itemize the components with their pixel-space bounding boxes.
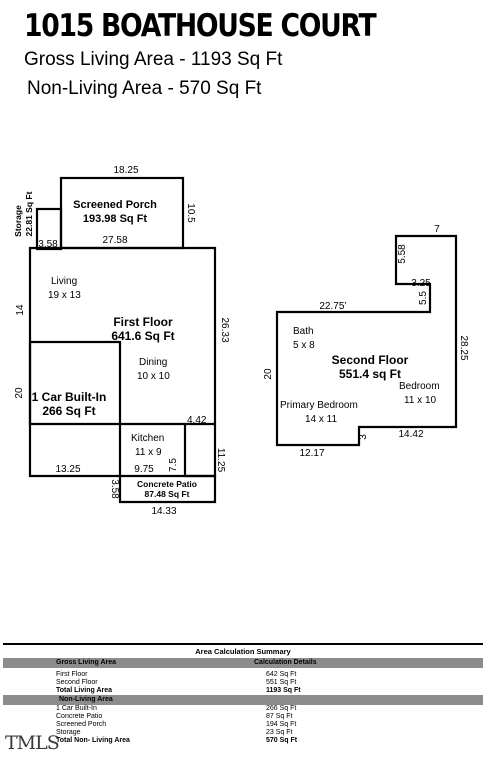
first-floor-dim-left: 14 (15, 304, 26, 316)
second-floor-dim-bottom: 12.17 (299, 448, 324, 459)
patio-label: Concrete Patio (137, 479, 197, 489)
row-value: 642 Sq Ft (266, 671, 297, 678)
table-row: Second Floor 551 Sq Ft (3, 679, 483, 687)
first-floor-dim-right-lower: 11.25 (215, 448, 226, 473)
non-living-area: Non-Living Area - 570 Sq Ft (27, 78, 262, 99)
garage-area: 266 Sq Ft (42, 404, 95, 418)
non-living-header-label: Non-Living Area (59, 696, 113, 703)
total-value: 570 Sq Ft (266, 737, 298, 744)
second-floor-dim-top: 7 (434, 224, 440, 235)
second-floor-label: Second Floor (332, 353, 409, 367)
porch-dim-top: 18.25 (113, 165, 138, 176)
row-label: Second Floor (56, 679, 98, 686)
gross-living-header: Gross Living Area Calculation Details (3, 658, 483, 668)
row-label: First Floor (56, 671, 88, 678)
tmls-watermark-logo: TMLS (5, 732, 60, 754)
first-floor-dim-right: 26.33 (219, 317, 230, 342)
divider (3, 643, 483, 645)
room-bath-size: 5 x 8 (293, 340, 315, 351)
second-floor-dim-14-42: 14.42 (398, 429, 423, 440)
room-primary-bedroom-size: 14 x 11 (305, 414, 337, 425)
gross-header-label: Gross Living Area (56, 659, 117, 666)
page-title: 1015 BOATHOUSE COURT (24, 8, 377, 44)
room-dining-name: Dining (139, 357, 167, 368)
table-row: 1 Car Built-In 266 Sq Ft (3, 705, 483, 713)
patio-dim-left: 3.58 (109, 479, 120, 499)
second-floor-dim-3: 3 (358, 434, 369, 440)
total-label: Total Non- Living Area (56, 737, 130, 744)
second-floor-dim-5-5: 5.5 (418, 291, 429, 305)
area-calculation-summary: Area Calculation Summary Gross Living Ar… (3, 643, 483, 745)
storage-dim: 3.58 (38, 239, 58, 250)
row-value: 551 Sq Ft (266, 679, 297, 686)
row-value: 23 Sq Ft (266, 729, 293, 736)
patio-area: 87.48 Sq Ft (145, 489, 190, 499)
row-label: 1 Car Built-In (56, 705, 97, 712)
porch-dim-bottom: 27.58 (102, 235, 127, 246)
second-floor-dim-22-75: 22.75’ (319, 301, 346, 312)
total-label: Total Living Area (56, 687, 113, 694)
room-primary-bedroom-name: Primary Bedroom (280, 400, 358, 411)
patio-dim-bottom: 14.33 (151, 506, 176, 517)
row-label: Concrete Patio (56, 713, 103, 720)
row-value: 87 Sq Ft (266, 713, 293, 720)
first-floor: 4.42 First Floor 641.6 Sq Ft 14 26.33 11… (15, 246, 230, 478)
non-living-header: Non-Living Area (3, 695, 483, 705)
row-value: 266 Sq Ft (266, 705, 297, 712)
room-living-name: Living (51, 276, 77, 287)
room-bath-name: Bath (293, 326, 314, 337)
room-bedroom-name: Bedroom (399, 381, 440, 392)
garage-outline (30, 340, 122, 476)
patio-outline (118, 474, 217, 504)
porch-area: 193.98 Sq Ft (83, 213, 148, 225)
second-floor: Second Floor 551.4 sq Ft 7 5.58 3.25 5.5… (263, 224, 469, 459)
calc-header-label: Calculation Details (254, 659, 317, 666)
second-floor-outline (275, 234, 458, 447)
first-floor-dim-inner: 7.5 (168, 458, 179, 472)
second-floor-dim-right: 28.25 (458, 335, 469, 360)
garage-label: 1 Car Built-In (32, 390, 107, 404)
porch-label: Screened Porch (73, 199, 157, 211)
floor-plan-drawing: Screened Porch 193.98 Sq Ft 18.25 10.5 2… (13, 165, 469, 517)
table-row: First Floor 642 Sq Ft (3, 671, 483, 679)
gross-living-area: Gross Living Area - 1193 Sq Ft (24, 49, 283, 70)
room-bedroom-size: 11 x 10 (404, 395, 436, 406)
first-floor-area: 641.6 Sq Ft (111, 329, 174, 343)
screened-porch: Screened Porch 193.98 Sq Ft 18.25 10.5 2… (59, 165, 196, 250)
storage-label: Storage (13, 205, 23, 237)
table-row: Concrete Patio 87 Sq Ft (3, 713, 483, 721)
table-row: Screened Porch 194 Sq Ft (3, 721, 483, 729)
first-floor-label: First Floor (113, 315, 173, 329)
first-floor-dim-bottom: 9.75 (134, 464, 154, 475)
second-floor-dim-3-25: 3.25 (411, 278, 431, 289)
row-label: Screened Porch (56, 721, 107, 728)
room-kitchen-name: Kitchen (131, 433, 164, 444)
second-floor-dim-left: 20 (263, 368, 274, 380)
summary-caption: Area Calculation Summary (195, 647, 291, 656)
table-row: Storage 23 Sq Ft (3, 729, 483, 737)
total-value: 1193 Sq Ft (266, 687, 301, 694)
storage: Storage 22.81 Sq Ft 3.58 (13, 191, 63, 251)
room-kitchen-size: 11 x 9 (135, 447, 162, 458)
porch-dim-right: 10.5 (185, 203, 196, 223)
garage-dim-bottom: 13.25 (55, 464, 80, 475)
total-row: Total Living Area 1193 Sq Ft (3, 687, 483, 695)
second-floor-dim-5-58: 5.58 (397, 244, 408, 264)
concrete-patio: Concrete Patio 87.48 Sq Ft 3.58 14.33 (109, 474, 217, 517)
second-floor-area: 551.4 sq Ft (339, 367, 401, 381)
row-value: 194 Sq Ft (266, 721, 297, 728)
room-dining-size: 10 x 10 (137, 371, 170, 382)
total-row: Total Non- Living Area 570 Sq Ft (3, 737, 483, 745)
storage-area: 22.81 Sq Ft (24, 191, 34, 236)
first-floor-dim-notch: 4.42 (187, 415, 207, 426)
room-living-size: 19 x 13 (48, 290, 81, 301)
garage: 1 Car Built-In 266 Sq Ft 20 13.25 (14, 340, 122, 478)
row-label: Storage (56, 729, 81, 736)
garage-dim-left: 20 (14, 387, 25, 399)
